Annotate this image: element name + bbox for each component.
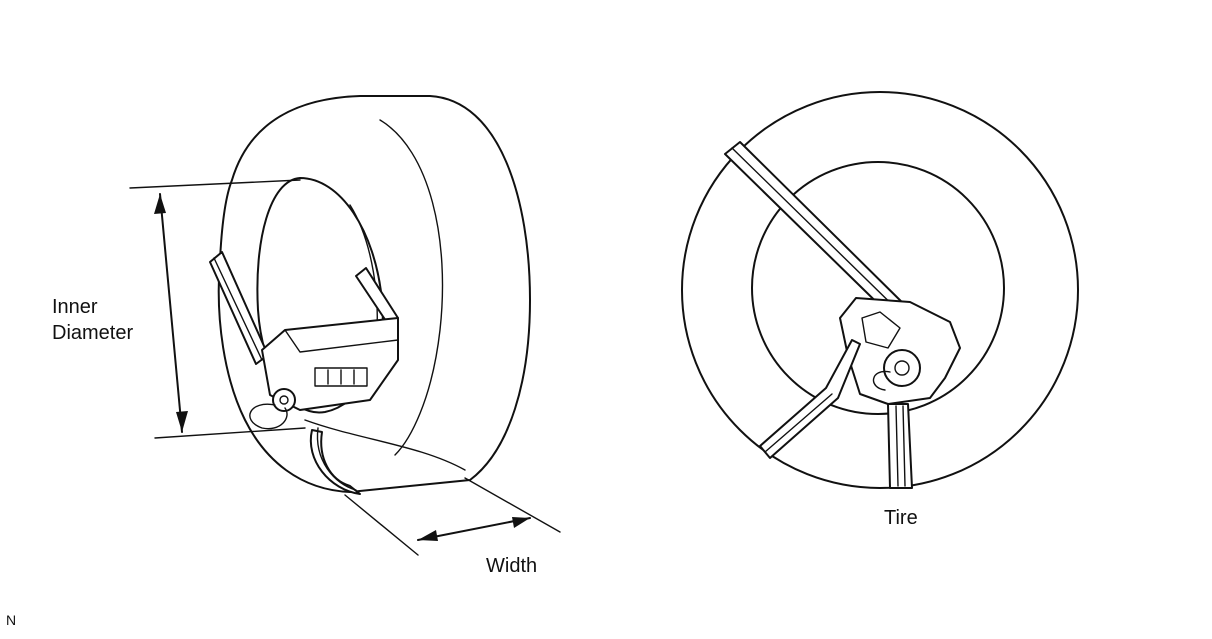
inner-diameter-label-line-2: Diameter <box>52 322 134 344</box>
front-tester-dial <box>883 349 921 387</box>
strap-down-line-2 <box>902 405 906 487</box>
tire-outer-circle <box>681 91 1079 489</box>
inner-diameter-label-line-1: Inner <box>52 296 98 318</box>
strap-bottom <box>309 429 361 495</box>
tire-outer-contour <box>217 95 531 493</box>
tire-sidewall-line <box>379 119 444 456</box>
tire-inner-opening <box>256 177 384 414</box>
tester-window <box>314 367 368 387</box>
width-extension-right <box>464 477 561 533</box>
width-arrow-left <box>418 530 438 541</box>
inner-diameter-dimension-line <box>159 193 183 433</box>
strap-down-line-1 <box>895 405 899 487</box>
strap-bottom-line-1 <box>316 427 357 491</box>
left-tire-illustration <box>129 95 561 556</box>
strap-lower-left <box>759 339 861 459</box>
front-tester-detail <box>861 311 901 349</box>
width-label: Width <box>486 555 538 577</box>
strap-left-line <box>213 257 263 361</box>
inner-diameter-label: Inner Diameter <box>52 294 133 346</box>
right-tire-illustration <box>681 91 1079 489</box>
inner-diameter-extension-bottom <box>154 427 306 439</box>
front-tester-dial-center <box>894 360 910 376</box>
corner-mark: N <box>6 612 17 628</box>
front-tester-loop <box>872 370 891 391</box>
strap-diagonal-line <box>731 147 913 325</box>
width-arrow-right <box>512 517 530 528</box>
inner-diameter-arrow-top <box>154 194 166 214</box>
tire-inner-circle <box>751 161 1005 415</box>
cable-loop-left <box>249 403 288 430</box>
tire-bottom-lip <box>304 419 466 471</box>
inner-diameter-arrow-bottom <box>176 411 188 432</box>
strap-down <box>887 403 913 489</box>
tester-knob <box>272 388 296 412</box>
strap-lower-left-line <box>764 393 833 453</box>
tire-label: Tire <box>884 507 918 529</box>
tester-top-face <box>284 329 399 353</box>
inner-diameter-extension-top <box>129 179 301 189</box>
width-extension-left <box>344 494 419 556</box>
tester-knob-center <box>279 395 289 405</box>
